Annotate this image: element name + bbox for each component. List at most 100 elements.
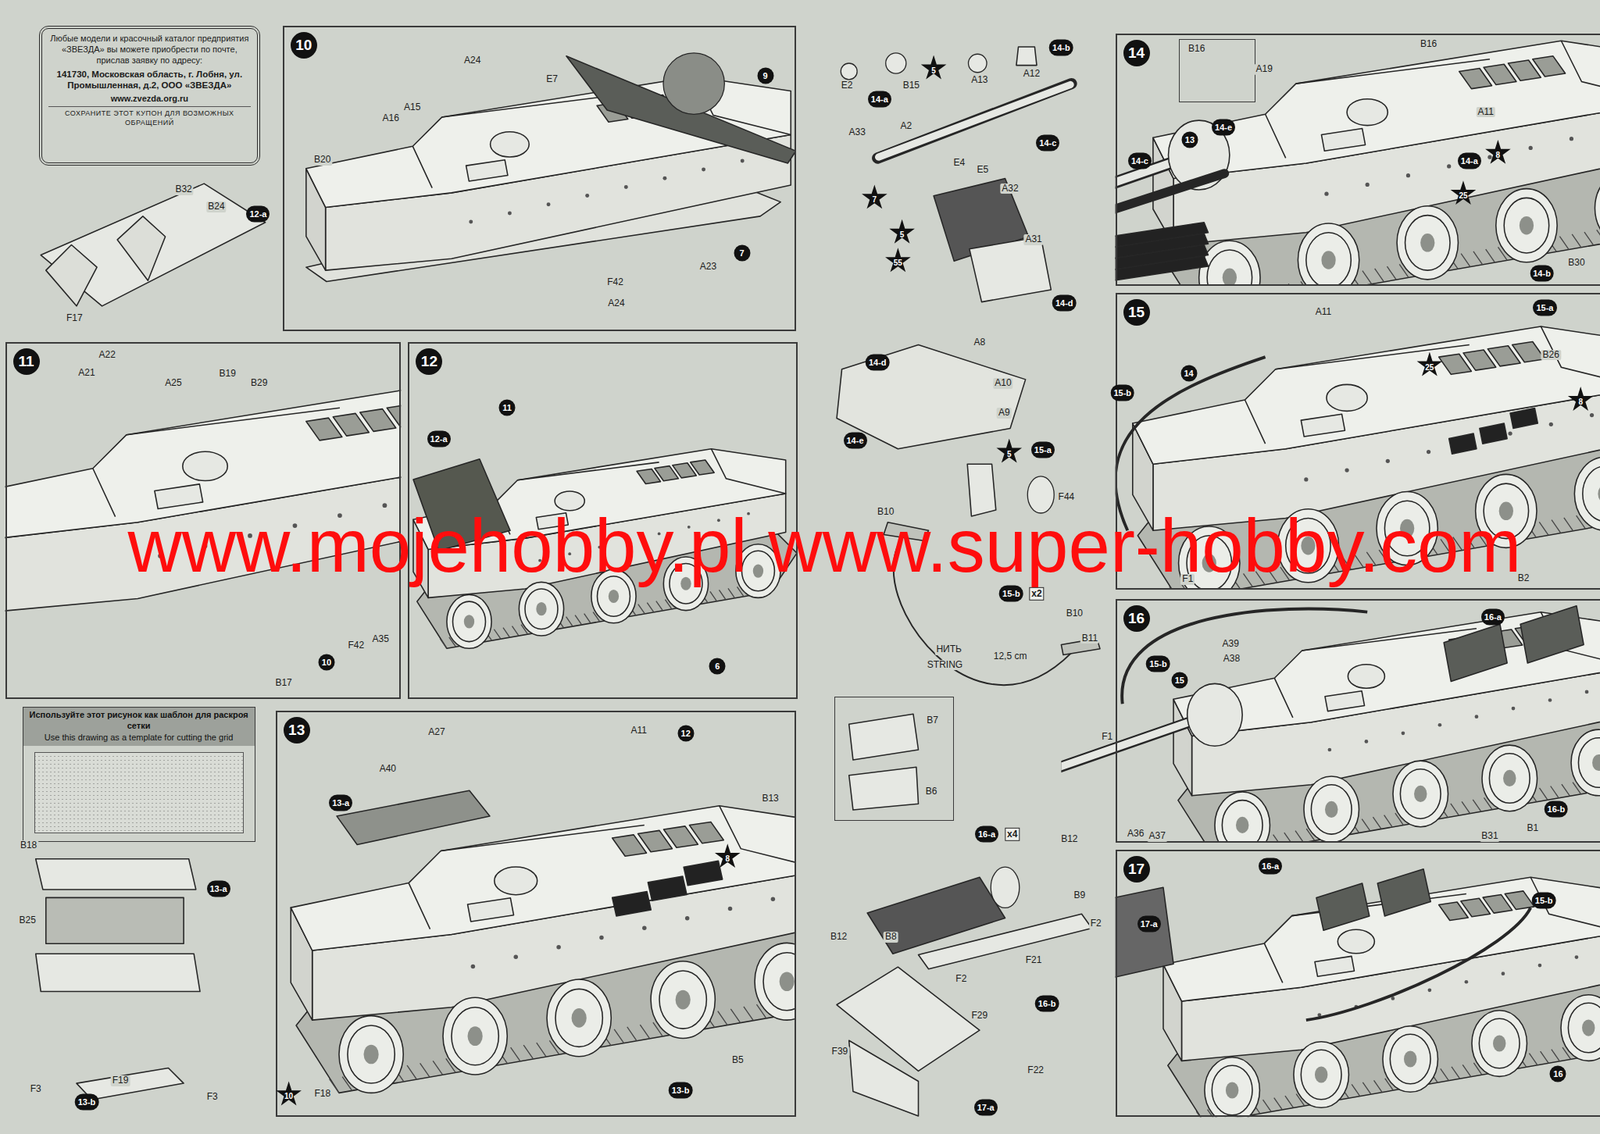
illustration-part [1560,995,1600,1062]
part-label: A8 [972,337,988,349]
illustration-part [1342,556,1352,570]
illustration-part [40,183,265,307]
illustration-part [740,158,745,163]
illustration-part [1244,326,1600,444]
illustration-part [1406,173,1411,178]
part-label: B12 [1059,834,1079,846]
illustration-part [337,513,343,518]
illustration-part [969,236,1051,303]
illustration-part [1582,1019,1595,1036]
illustration-part [1575,955,1579,960]
vehicle-drawing [1060,612,1600,843]
callout-number: 14-a [867,90,892,108]
illustration-part [1464,980,1469,985]
illustration-part [1479,423,1508,444]
illustration-part [1285,518,1331,575]
part-label: STRING [925,660,965,672]
part-label: B6 [924,785,940,797]
illustration-part [612,892,652,917]
part-label: A24 [606,298,626,310]
note-text: Use this drawing as a template for cutti… [23,732,255,747]
illustration-part [442,997,508,1075]
illustration-part [1293,1042,1350,1109]
illustration-part [608,589,619,604]
callout-number: 15-b [1146,656,1171,673]
callout-number: 13-a [328,794,353,811]
illustration-part [849,767,919,811]
illustration-part [1225,1082,1239,1099]
illustration-part [514,954,518,959]
part-label: A27 [426,727,447,739]
part-label: 12,5 cm [992,651,1029,663]
illustration-part [1471,1010,1528,1078]
illustration-part [685,916,690,921]
illustration-part [117,216,165,281]
part-label: A37 [1146,831,1167,843]
illustration-part [1578,738,1600,788]
part-label: A19 [1254,64,1275,75]
vehicle-drawing [1115,40,1600,286]
illustration-part [1589,413,1594,418]
illustration-part [1325,691,1365,712]
illustration-part [1489,753,1530,804]
illustration-part [1438,723,1443,728]
inset-box: B7B6 [834,696,954,822]
step-panel: 12 [407,342,798,700]
illustration-part [1440,1068,1450,1081]
illustration-part [1267,569,1278,583]
illustration-part [1346,99,1388,126]
illustration-part [1549,422,1554,427]
illustration-part [1504,891,1535,911]
illustration-part [1027,476,1054,514]
part-label: F18 [312,1089,333,1101]
illustration-part [730,1009,740,1024]
callout-number: 12-a [427,430,451,447]
illustration-part [535,513,568,530]
part-label: A31 [1023,234,1043,246]
illustration-part [1207,250,1252,286]
illustration-part [1376,492,1438,566]
part-label: A40 [378,764,398,775]
illustration-part [710,591,718,601]
illustration-part [893,530,1072,686]
illustration-part [990,867,1020,908]
illustration-part [1303,776,1360,843]
callout-number: 14-e [843,432,868,450]
illustration-part [495,449,786,536]
panel-drawing [413,449,797,650]
vehicle-drawing [306,76,791,271]
illustration-part [1314,956,1355,977]
illustration-part [743,1007,754,1022]
part-label: A35 [370,634,390,646]
part-label: B30 [1566,257,1586,269]
illustration-part [1324,192,1329,197]
illustration-part [511,626,519,636]
step-number: 10 [290,32,318,59]
illustration-part [1414,785,1427,803]
part-label: A13 [969,75,990,86]
callout-number: 17-a [1137,916,1161,933]
illustration-part [1204,1057,1261,1118]
illustration-part [546,202,551,207]
part-label: A12 [1021,68,1042,80]
illustration-part [1377,869,1431,917]
illustration-part [339,1016,404,1094]
illustration-part [35,953,200,992]
illustration-part [1366,552,1376,566]
loose-parts [35,46,1100,1117]
illustration-part [46,897,184,944]
part-label: A2 [898,121,914,133]
illustration-part [701,167,706,172]
illustration-part [1446,164,1451,168]
part-label: A36 [1125,829,1146,841]
illustration-part [336,790,490,845]
illustration-part [507,210,512,215]
illustration-part [596,576,630,617]
illustration-part [575,615,583,625]
illustration-part [555,989,603,1047]
callout-number: 14 [1180,365,1197,383]
illustration-part [1550,785,1560,798]
illustration-part [849,1040,919,1117]
callout-number: 12-a [246,206,270,223]
